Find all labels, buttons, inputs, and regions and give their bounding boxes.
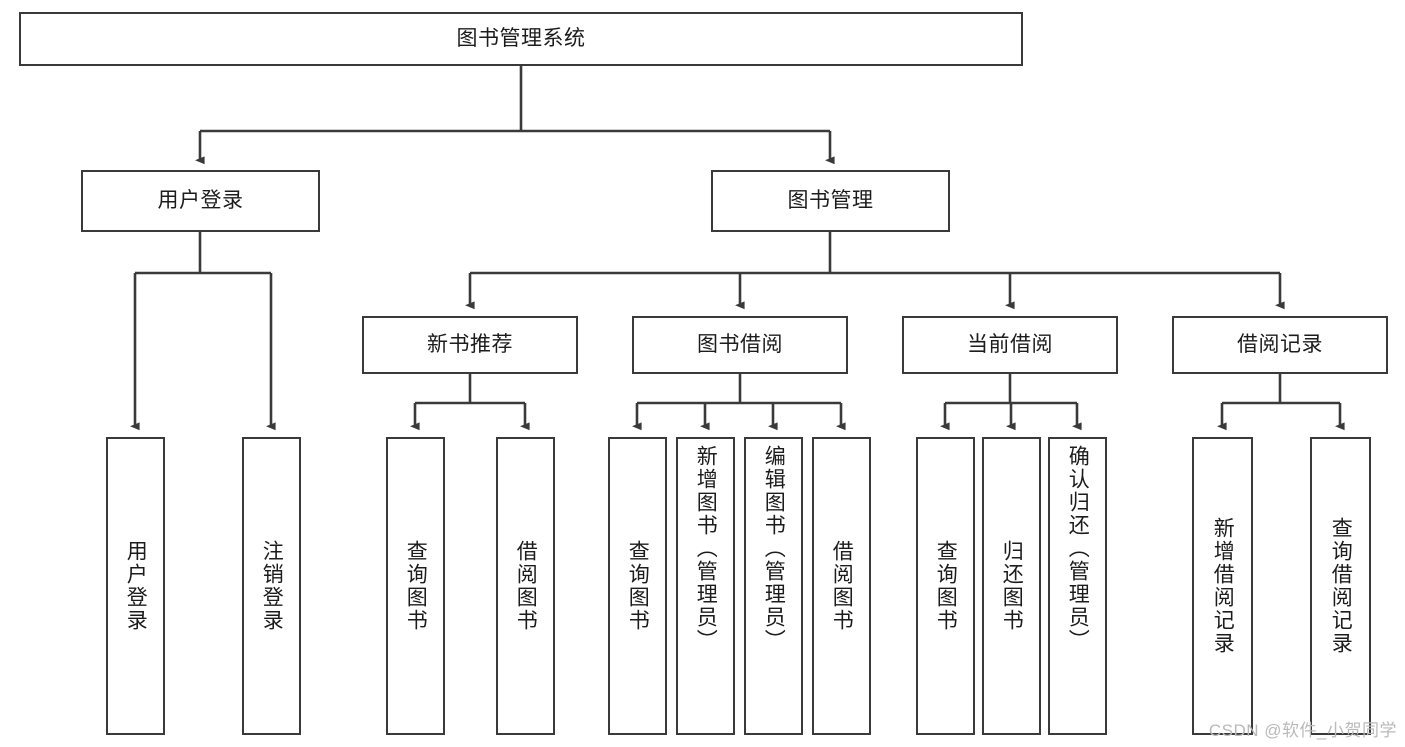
- leaf-query-borrow-record-label: 查询借阅记录: [1329, 517, 1353, 655]
- leaf-edit-book-admin-label: 编辑图书（管理员）: [762, 445, 786, 652]
- leaf-confirm-return-admin-label: 确认归还（管理员）: [1066, 445, 1090, 652]
- leaf-return-book[interactable]: 归还图书: [982, 437, 1041, 735]
- leaf-user-logout-label: 注销登录: [260, 540, 284, 632]
- node-user-login-label: 用户登录: [157, 189, 244, 213]
- leaf-query-book-new-recommend[interactable]: 查询图书: [386, 437, 445, 735]
- node-root-label: 图书管理系统: [456, 27, 586, 51]
- leaf-borrow-book-new-recommend-label: 借阅图书: [514, 540, 538, 632]
- leaf-add-borrow-record[interactable]: 新增借阅记录: [1192, 437, 1253, 735]
- node-current-borrow[interactable]: 当前借阅: [902, 316, 1118, 374]
- node-new-book-recommend-label: 新书推荐: [427, 333, 513, 357]
- node-borrow-record[interactable]: 借阅记录: [1172, 316, 1388, 374]
- leaf-query-borrow-record[interactable]: 查询借阅记录: [1310, 437, 1371, 735]
- node-new-book-recommend[interactable]: 新书推荐: [362, 316, 578, 374]
- leaf-edit-book-admin[interactable]: 编辑图书（管理员）: [744, 437, 803, 735]
- node-root-book-management-system[interactable]: 图书管理系统: [19, 12, 1023, 66]
- leaf-add-book-admin[interactable]: 新增图书（管理员）: [676, 437, 735, 735]
- watermark-csdn: CSDN @软件_小贺同学: [1208, 721, 1397, 740]
- leaf-add-book-admin-label: 新增图书（管理员）: [694, 445, 718, 652]
- node-book-borrow-label: 图书借阅: [697, 333, 783, 357]
- node-borrow-record-label: 借阅记录: [1237, 333, 1323, 357]
- leaf-query-book-borrow[interactable]: 查询图书: [608, 437, 667, 735]
- leaf-borrow-book-borrow[interactable]: 借阅图书: [812, 437, 871, 735]
- leaf-query-book-current-label: 查询图书: [934, 540, 958, 632]
- leaf-query-book-borrow-label: 查询图书: [626, 540, 650, 632]
- leaf-user-login-label: 用户登录: [124, 540, 148, 632]
- node-book-management[interactable]: 图书管理: [711, 170, 950, 232]
- node-book-borrow[interactable]: 图书借阅: [632, 316, 848, 374]
- leaf-confirm-return-admin[interactable]: 确认归还（管理员）: [1048, 437, 1107, 735]
- node-user-login[interactable]: 用户登录: [81, 170, 320, 232]
- leaf-user-login[interactable]: 用户登录: [106, 437, 165, 735]
- leaf-borrow-book-borrow-label: 借阅图书: [830, 540, 854, 632]
- leaf-query-book-current[interactable]: 查询图书: [916, 437, 975, 735]
- node-current-borrow-label: 当前借阅: [967, 333, 1053, 357]
- node-book-management-label: 图书管理: [787, 189, 874, 213]
- leaf-user-logout[interactable]: 注销登录: [242, 437, 301, 735]
- leaf-borrow-book-new-recommend[interactable]: 借阅图书: [496, 437, 555, 735]
- leaf-return-book-label: 归还图书: [1000, 540, 1024, 632]
- leaf-query-book-new-recommend-label: 查询图书: [404, 540, 428, 632]
- leaf-add-borrow-record-label: 新增借阅记录: [1211, 517, 1235, 655]
